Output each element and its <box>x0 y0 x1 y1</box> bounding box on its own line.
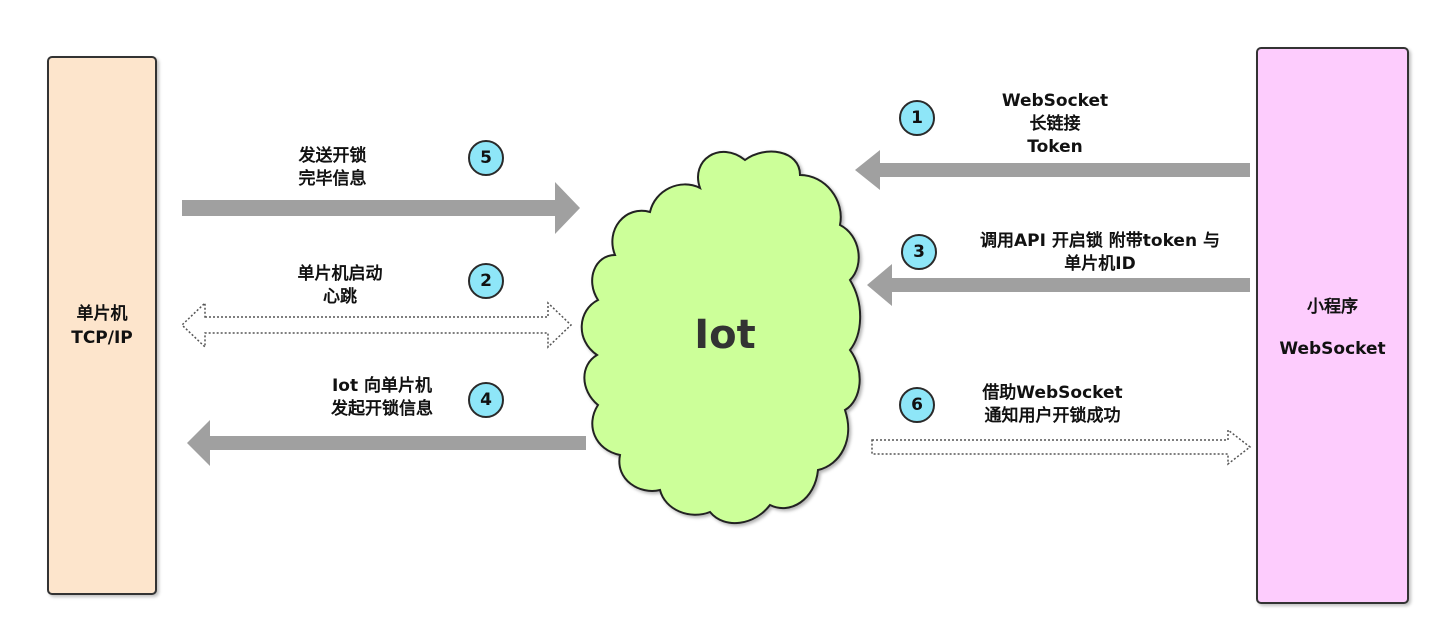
step-6-line-1: 借助WebSocket <box>982 383 1123 403</box>
step-3-badge: 3 <box>901 234 937 270</box>
step-3-line-2: 单片机ID <box>1064 254 1136 274</box>
step-4-line-1: Iot 向单片机 <box>331 376 433 396</box>
step-2-badge: 2 <box>468 263 504 299</box>
step-5-line-1: 发送开锁 <box>298 146 367 166</box>
step-3-label: 调用API 开启锁 附带token 与 单片机ID <box>965 230 1235 276</box>
iot-cloud <box>580 150 862 525</box>
step-6-label: 借助WebSocket 通知用户开锁成功 <box>970 382 1135 428</box>
app-title: 小程序 <box>1307 297 1358 317</box>
arrow-6-notify <box>871 428 1252 466</box>
arrow-1-websocket <box>855 150 1250 190</box>
mcu-node: 单片机 TCP/IP <box>47 56 157 595</box>
step-5-line-2: 完毕信息 <box>298 169 367 189</box>
miniprogram-node: 小程序 WebSocket <box>1256 47 1409 604</box>
step-4-badge: 4 <box>468 382 504 418</box>
step-4-line-2: 发起开锁信息 <box>331 399 433 419</box>
step-1-line-1: WebSocket <box>1001 91 1109 111</box>
step-1-badge: 1 <box>899 100 935 136</box>
arrow-2-heartbeat <box>180 301 573 349</box>
step-4-label: Iot 向单片机 发起开锁信息 <box>318 375 446 421</box>
step-1-label: WebSocket 长链接 Token <box>990 90 1120 159</box>
step-2-line-1: 单片机启动 <box>297 264 383 284</box>
step-5-label: 发送开锁 完毕信息 <box>280 145 385 191</box>
step-5-badge: 5 <box>468 140 504 176</box>
arrow-5-unlock-done <box>182 182 580 234</box>
step-6-badge: 6 <box>899 387 935 423</box>
arrow-3-api-call <box>867 264 1250 306</box>
step-3-line-1: 调用API 开启锁 附带token 与 <box>980 231 1220 251</box>
step-2-line-2: 心跳 <box>323 287 357 307</box>
mcu-title: 单片机 <box>76 303 128 324</box>
arrow-4-unlock-command <box>187 420 586 466</box>
step-2-label: 单片机启动 心跳 <box>285 263 395 309</box>
app-protocol: WebSocket <box>1279 339 1386 359</box>
iot-label: Iot <box>694 312 756 358</box>
step-1-line-3: Token <box>1027 137 1083 157</box>
step-6-line-2: 通知用户开锁成功 <box>984 406 1121 426</box>
step-1-line-2: 长链接 <box>1029 114 1081 134</box>
mcu-protocol: TCP/IP <box>71 327 133 348</box>
